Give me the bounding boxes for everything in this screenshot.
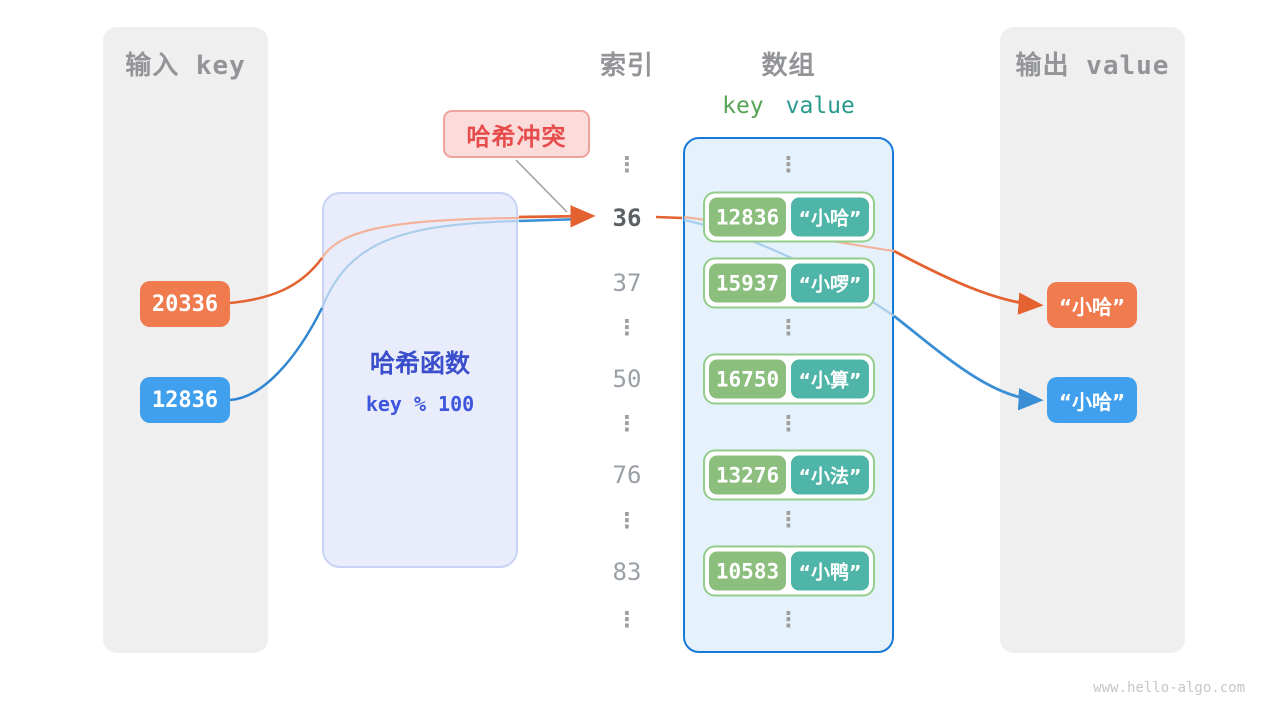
ellipsis-icon: ⋮: [778, 607, 799, 632]
array-subheader: key value: [683, 92, 894, 120]
ellipsis-icon: ⋮: [616, 508, 638, 533]
output-value-orange: “小哈”: [1047, 282, 1137, 328]
collision-pointer-line: [515, 159, 568, 213]
output-value-blue: “小哈”: [1047, 377, 1137, 423]
entry-value: “小法”: [791, 455, 869, 495]
entry-key: 16750: [709, 359, 786, 399]
input-key-panel: 输入 key: [103, 27, 268, 653]
entry-value: “小哈”: [791, 197, 869, 237]
value-column-label: value: [785, 93, 855, 119]
ellipsis-icon: ⋮: [616, 411, 638, 436]
index-column-title: 索引: [599, 51, 654, 81]
input-key-12836: 12836: [140, 377, 230, 423]
ellipsis-icon: ⋮: [778, 315, 799, 340]
array-entry-13276: 13276 “小法”: [703, 449, 875, 501]
index-37: 37: [612, 269, 642, 297]
array-entry-15937: 15937 “小啰”: [703, 257, 875, 309]
index-83: 83: [612, 558, 642, 586]
key-column-label: key: [722, 93, 764, 119]
entry-key: 13276: [709, 455, 786, 495]
hash-function-title: 哈希函数: [369, 349, 470, 378]
array-column-title: 数组: [761, 51, 816, 81]
entry-key: 15937: [709, 263, 786, 303]
index-36: 36: [612, 204, 642, 232]
entry-key: 12836: [709, 197, 786, 237]
collision-callout: 哈希冲突: [443, 110, 590, 158]
entry-value: “小鸭”: [791, 551, 869, 591]
entry-key: 10583: [709, 551, 786, 591]
ellipsis-icon: ⋮: [778, 152, 799, 177]
hash-function-box: 哈希函数 key % 100: [322, 192, 518, 568]
output-value-panel: 输出 value: [1000, 27, 1185, 653]
ellipsis-icon: ⋮: [778, 411, 799, 436]
hash-function-formula: key % 100: [365, 392, 475, 416]
ellipsis-icon: ⋮: [616, 607, 638, 632]
array-entry-16750: 16750 “小算”: [703, 353, 875, 405]
index-50: 50: [612, 365, 642, 393]
array-entry-12836: 12836 “小哈”: [703, 191, 875, 243]
watermark: www.hello-algo.com: [1093, 680, 1245, 696]
ellipsis-icon: ⋮: [616, 152, 638, 177]
hash-to-index-blue-line: [518, 217, 583, 223]
index-76: 76: [612, 461, 642, 489]
entry-value: “小啰”: [791, 263, 869, 303]
entry-value: “小算”: [791, 359, 869, 399]
output-panel-title: 输出 value: [1015, 51, 1170, 81]
array-entry-10583: 10583 “小鸭”: [703, 545, 875, 597]
input-key-20336: 20336: [140, 281, 230, 327]
ellipsis-icon: ⋮: [778, 507, 799, 532]
input-panel-title: 输入 key: [125, 51, 246, 81]
ellipsis-icon: ⋮: [616, 315, 638, 340]
